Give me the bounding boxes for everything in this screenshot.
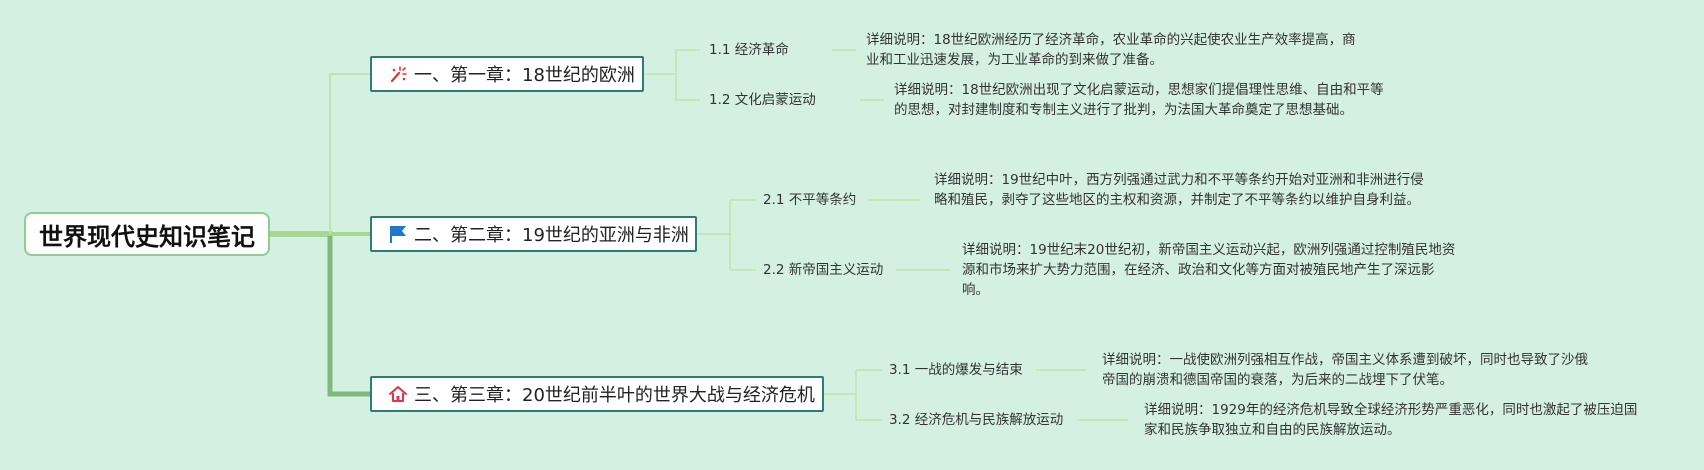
detail-3-1: 详细说明：一战使欧洲列强相互作战，帝国主义体系遭到破坏，同时也导致了沙俄帝国的崩… [1102,352,1588,388]
detail-3-2: 详细说明：1929年的经济危机导致全球经济形势严重恶化，同时也激起了被压迫国家和… [1144,402,1638,438]
detail-1-1: 详细说明：18世纪欧洲经历了经济革命，农业革命的兴起使农业生产效率提高，商业和工… [866,32,1356,68]
subtopic-1-2[interactable]: 1.2 文化启蒙运动 [709,92,816,108]
fireworks-icon [388,63,408,85]
detail-2-2: 详细说明：19世纪末20世纪初，新帝国主义运动兴起，欧洲列强通过控制殖民地资源和… [962,242,1456,298]
flag-icon [388,223,408,245]
subtopic-2-2[interactable]: 2.2 新帝国主义运动 [763,262,884,278]
chapter-2-node[interactable]: 二、第二章：19世纪的亚洲与非洲 [370,216,697,252]
subtopic-3-2[interactable]: 3.2 经济危机与民族解放运动 [889,412,1064,428]
detail-1-2: 详细说明：18世纪欧洲出现了文化启蒙运动，思想家们提倡理性思维、自由和平等的思想… [894,82,1384,118]
root-topic[interactable]: 世界现代史知识笔记 [24,212,270,256]
chapter-3-node[interactable]: 三、第三章：20世纪前半叶的世界大战与经济危机 [370,376,824,412]
root-title: 世界现代史知识笔记 [39,222,255,251]
subtopic-1-1[interactable]: 1.1 经济革命 [709,42,789,58]
detail-2-1: 详细说明：19世纪中叶，西方列强通过武力和不平等条约开始对亚洲和非洲进行侵略和殖… [934,172,1424,208]
subtopic-2-1[interactable]: 2.1 不平等条约 [763,192,857,208]
chapter-2-label: 二、第二章：19世纪的亚洲与非洲 [414,225,689,246]
chapter-1-node[interactable]: 一、第一章：18世纪的欧洲 [370,56,644,92]
chapter-3-label: 三、第三章：20世纪前半叶的世界大战与经济危机 [414,385,815,406]
home-icon [388,383,408,405]
subtopic-3-1[interactable]: 3.1 一战的爆发与结束 [889,362,1023,378]
chapter-1-label: 一、第一章：18世纪的欧洲 [414,65,635,86]
